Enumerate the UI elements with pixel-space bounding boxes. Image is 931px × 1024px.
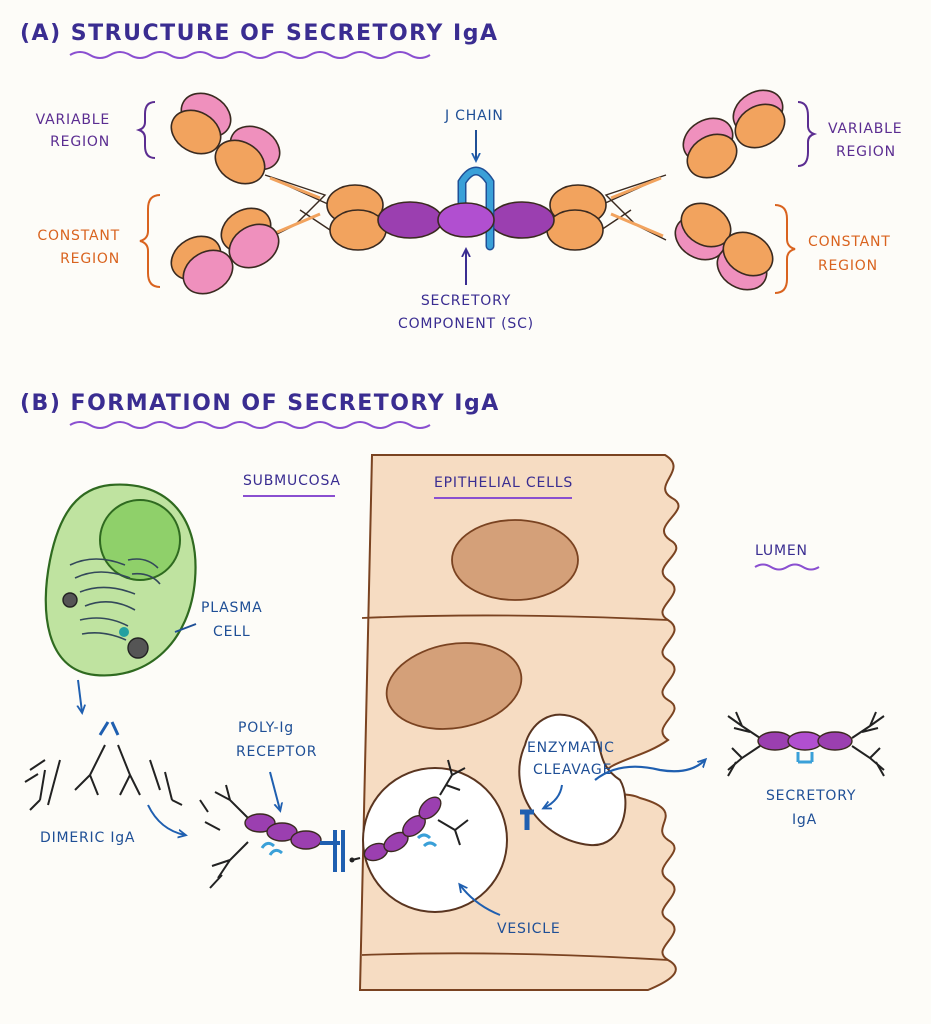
fc-domain (377, 201, 443, 239)
release-arrow (594, 760, 705, 781)
cleaved-receptor-stub (520, 809, 534, 830)
lumen-label: LUMEN (755, 543, 808, 559)
variable-left-brace (135, 101, 156, 159)
vesicle-label: VESICLE (497, 921, 560, 937)
receptor-label-line1: POLY-Ig (238, 720, 294, 736)
constant-right-brace (774, 204, 796, 294)
constant-domain (546, 209, 604, 251)
arrow-to-receptor (147, 804, 185, 835)
fc-domain (489, 201, 555, 239)
heavy-chain (170, 109, 222, 155)
secretory-component (437, 202, 495, 238)
vesicle-small (119, 627, 129, 637)
plasma-nucleus (99, 499, 181, 581)
cleavage-label-line2: CLEAVAGE (533, 762, 612, 778)
mitochondrion (62, 592, 78, 608)
arrow-to-dimer (78, 679, 82, 712)
released-secretory-iga (727, 711, 885, 777)
constant-region-left-line1: CONSTANT (37, 228, 120, 244)
variable-region-right-line2: REGION (836, 144, 896, 160)
sc-label-line1: SECRETORY (421, 293, 511, 309)
constant-region-left-line2: REGION (60, 251, 120, 267)
heavy-chain (214, 139, 266, 185)
plasma-cell-label-line1: PLASMA (201, 600, 262, 616)
heavy-chain (734, 103, 786, 149)
epithelial-label: EPITHELIAL CELLS (434, 475, 573, 491)
panel-a: (A) STRUCTURE OF SECRETORY IgA VARIABLE … (20, 21, 902, 332)
sc-label-line2: COMPONENT (SC) (398, 316, 534, 332)
cleavage-label-line1: ENZYMATIC (527, 740, 615, 756)
secretory-iga-structure (170, 89, 786, 295)
panel-a-title: (A) STRUCTURE OF SECRETORY IgA (20, 21, 498, 46)
heavy-chain (686, 133, 738, 179)
light-chain (182, 249, 234, 295)
cleavage-pocket (518, 713, 627, 847)
nucleus (385, 642, 523, 730)
vesicle-complex (349, 759, 469, 863)
panel-b-title: (B) FORMATION OF SECRETORY IgA (20, 391, 500, 416)
constant-region-right-line1: CONSTANT (808, 234, 891, 250)
mitochondrion (127, 637, 149, 659)
cell-border (361, 952, 669, 961)
title-underline (69, 51, 431, 59)
secretory-iga-label-line2: IgA (792, 812, 817, 828)
dimeric-iga (24, 721, 183, 811)
constant-region-right-line2: REGION (818, 258, 878, 274)
vesicle (362, 767, 508, 913)
variable-right-brace (797, 101, 818, 167)
variable-region-left-line2: REGION (50, 134, 110, 150)
submucosa-label: SUBMUCOSA (243, 473, 341, 489)
iga-receptor-complex (199, 784, 345, 889)
constant-domain (329, 209, 387, 251)
heavy-chain (722, 231, 774, 277)
cell-border (361, 614, 669, 621)
title-underline (69, 421, 431, 429)
j-chain-label: J CHAIN (444, 108, 504, 124)
secretory-iga-label-line1: SECRETORY (766, 788, 856, 804)
nucleus (451, 519, 579, 601)
receptor-label-line2: RECEPTOR (236, 744, 317, 760)
light-chain (228, 223, 280, 269)
constant-left-brace (139, 194, 161, 288)
variable-region-right-line1: VARIABLE (828, 121, 902, 137)
dimeric-iga-label: DIMERIC IgA (40, 830, 135, 846)
plasma-cell-label-line2: CELL (213, 624, 250, 640)
endoplasmic-reticulum (69, 558, 161, 641)
panel-b: (B) FORMATION OF SECRETORY IgA SUBMUCOSA… (20, 391, 885, 991)
variable-region-left-line1: VARIABLE (36, 112, 110, 128)
pigr-receptor (320, 830, 345, 872)
plasma-cell (44, 483, 197, 677)
